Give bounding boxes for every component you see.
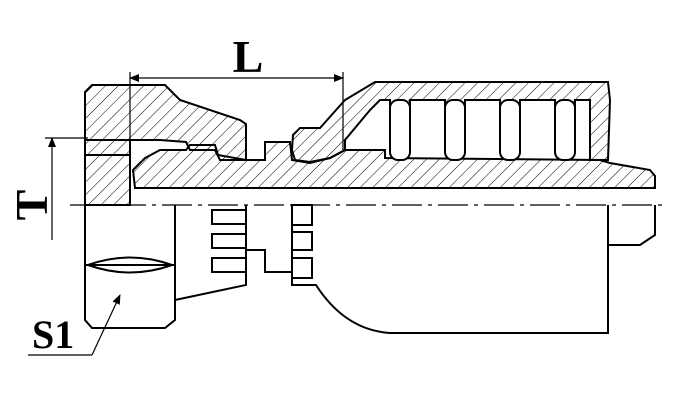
- ferrule-exterior: [291, 205, 609, 334]
- section-view-upper: [84, 81, 656, 206]
- nut-teeth: [211, 209, 247, 273]
- hex-arc-lower: [87, 264, 173, 274]
- stem-collar: [245, 205, 293, 273]
- crimp-grooves: [389, 99, 576, 161]
- nut-taper: [174, 205, 247, 302]
- tail-tip: [607, 205, 656, 246]
- dimension-T: [45, 137, 88, 240]
- dimension-S1-label: S1: [32, 312, 74, 357]
- hex-arc-upper: [87, 256, 173, 266]
- hex-nut-exterior: [84, 205, 176, 329]
- dimension-S1: [28, 294, 121, 356]
- dimension-L: [129, 72, 344, 150]
- dimension-T-label: T: [6, 190, 57, 221]
- ferrule-bands: [291, 204, 313, 279]
- exterior-view-lower: [84, 204, 656, 334]
- dimension-L-label: L: [233, 31, 264, 82]
